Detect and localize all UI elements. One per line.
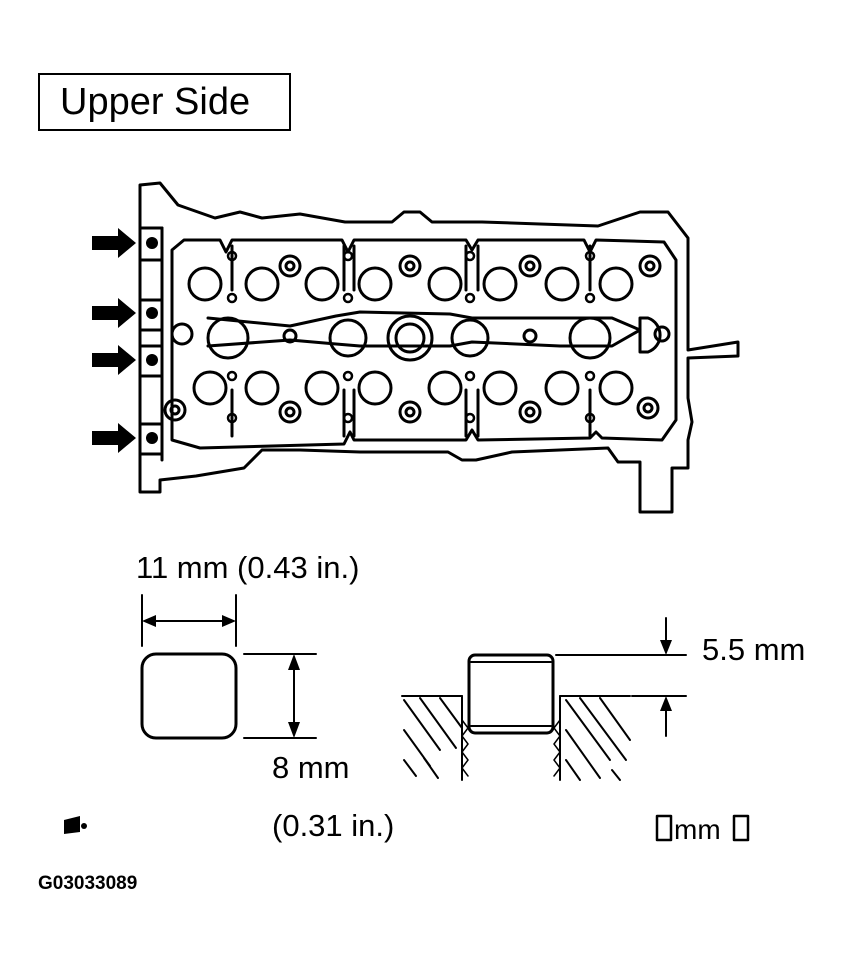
dimension-width-label: 11 mm (0.43 in.) xyxy=(136,550,360,585)
diagram-title: Upper Side xyxy=(60,81,251,123)
arrow-icon-group xyxy=(92,228,136,453)
head-bolt-holes xyxy=(163,254,662,424)
oil-holes xyxy=(226,250,596,424)
dimension-height-label: 8 mm xyxy=(272,750,350,785)
arrow-icon xyxy=(92,298,136,328)
sealant-dot-icon xyxy=(64,816,87,834)
title-box xyxy=(38,73,291,131)
unit-bracket-icon xyxy=(655,814,750,842)
plug-holes xyxy=(206,314,612,362)
plug-detail-front xyxy=(140,594,317,740)
arrow-icon xyxy=(92,228,136,258)
valve-ports-upper xyxy=(187,266,634,302)
cylinder-head-outline xyxy=(138,181,740,514)
inner-outline xyxy=(170,238,678,450)
arrow-icon xyxy=(92,345,136,375)
dimension-height-inch-label: (0.31 in.) xyxy=(272,808,395,843)
dimension-depth-label: 5.5 mm xyxy=(702,632,806,667)
hatching xyxy=(403,697,631,781)
valve-ports-lower xyxy=(192,370,634,406)
arrow-icon xyxy=(92,423,136,453)
seal-plug-dots xyxy=(146,237,158,444)
unit-label: mm xyxy=(674,814,721,845)
left-flange xyxy=(138,226,164,456)
figure-code: G03033089 xyxy=(38,873,138,894)
plug-detail-installed xyxy=(401,617,687,781)
